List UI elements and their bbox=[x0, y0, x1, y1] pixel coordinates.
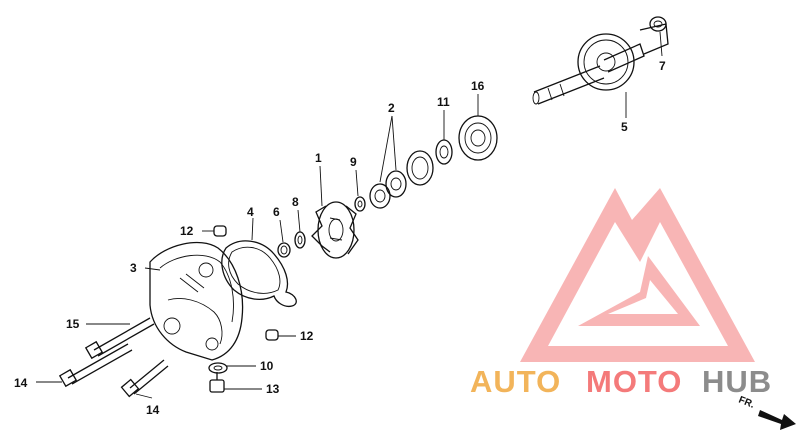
callout-5: 5 bbox=[621, 120, 628, 134]
part-10-sealing-washer bbox=[208, 362, 228, 374]
part-5-pump-shaft bbox=[532, 23, 669, 105]
front-arrow-icon bbox=[758, 410, 796, 430]
callout-13: 13 bbox=[266, 382, 280, 396]
callout-8: 8 bbox=[292, 195, 299, 209]
watermark-text-auto: AUTO bbox=[470, 364, 561, 399]
callout-4: 4 bbox=[247, 205, 254, 219]
leader-lines bbox=[36, 31, 663, 399]
part-11-oil-seal bbox=[406, 139, 453, 186]
part-16-bearing bbox=[458, 115, 498, 161]
callout-7: 7 bbox=[659, 59, 666, 73]
callout-6: 6 bbox=[273, 205, 280, 219]
watermark-text-hub: HUB bbox=[702, 364, 772, 399]
front-direction-indicator: FR. bbox=[737, 395, 796, 430]
callout-11: 11 bbox=[437, 95, 450, 109]
part-3-pump-cover bbox=[149, 241, 244, 361]
logo-triangle-hole bbox=[608, 280, 678, 314]
callout-2: 2 bbox=[388, 101, 395, 115]
callout-14-left: 14 bbox=[14, 376, 28, 390]
part-8-washer bbox=[294, 231, 306, 249]
callout-10: 10 bbox=[260, 359, 274, 373]
callout-3: 3 bbox=[130, 261, 137, 275]
callout-14-right: 14 bbox=[146, 403, 160, 417]
part-13-drain-bolt bbox=[209, 372, 225, 393]
part-6-collar bbox=[277, 242, 291, 258]
part-12-dowel-upper bbox=[213, 225, 227, 237]
watermark-text: AUTO MOTO HUB bbox=[470, 364, 772, 399]
part-2-mechanical-seal bbox=[369, 170, 407, 209]
part-7-dowel bbox=[649, 16, 667, 32]
part-14-bolt-left bbox=[58, 343, 133, 388]
watermark-logo bbox=[520, 188, 755, 362]
part-4-gasket bbox=[221, 240, 297, 308]
watermark-text-moto: MOTO bbox=[586, 364, 682, 399]
part-9-washer bbox=[354, 196, 366, 212]
callout-labels: 1 2 3 4 5 6 7 8 9 10 11 12 12 13 14 14 1… bbox=[14, 59, 666, 417]
part-14-bolt-right bbox=[120, 359, 169, 398]
callout-12-upper: 12 bbox=[180, 224, 194, 238]
callout-12-lower: 12 bbox=[300, 329, 314, 343]
part-15-bolt bbox=[84, 317, 155, 360]
callout-9: 9 bbox=[350, 155, 357, 169]
part-1-impeller bbox=[311, 201, 359, 259]
part-12-dowel-lower bbox=[265, 329, 279, 341]
callout-15: 15 bbox=[66, 317, 80, 331]
callout-1: 1 bbox=[315, 151, 322, 165]
callout-16: 16 bbox=[471, 79, 485, 93]
